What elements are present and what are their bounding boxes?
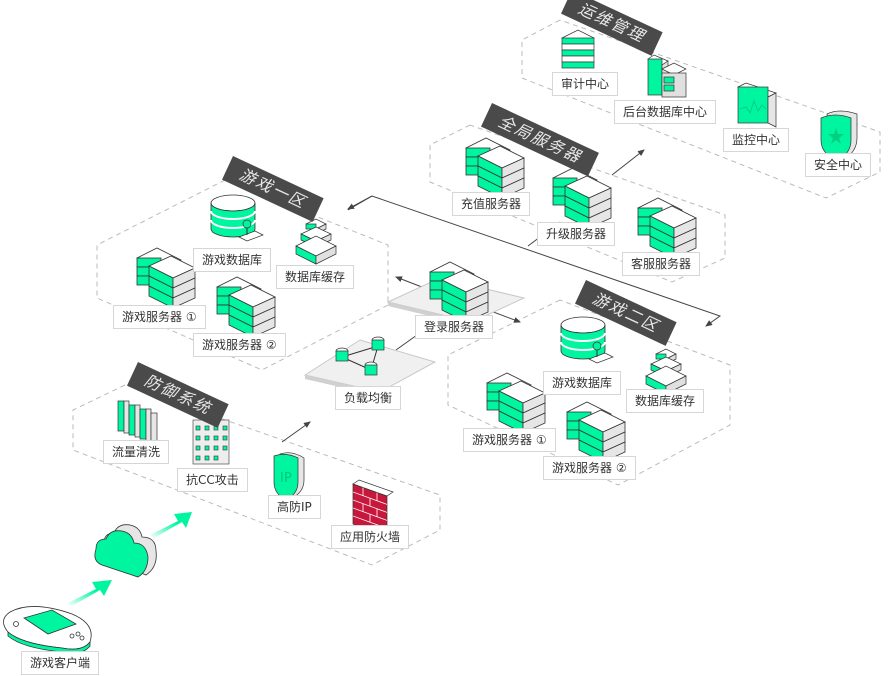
cloud-icon xyxy=(94,524,157,578)
label-app-firewall[interactable]: 应用防火墙 xyxy=(331,525,410,549)
zone1-game-server-2-icon xyxy=(216,276,276,338)
upload-arrow-2 xyxy=(150,512,192,538)
support-server-icon xyxy=(637,197,697,259)
zone2-db-icon xyxy=(560,316,614,364)
label-anti-cc[interactable]: 抗CC攻击 xyxy=(177,468,248,492)
game-client-icon xyxy=(3,606,92,654)
label-zone1-db[interactable]: 游戏数据库 xyxy=(193,248,272,272)
label-backend-db-center[interactable]: 后台数据库中心 xyxy=(614,100,717,124)
label-upgrade-server[interactable]: 升级服务器 xyxy=(537,222,616,246)
label-traffic-scrubbing[interactable]: 流量清洗 xyxy=(103,440,170,464)
label-zone2-game-server-2[interactable]: 游戏服务器 ② xyxy=(543,456,636,480)
label-audit-center[interactable]: 审计中心 xyxy=(552,72,619,96)
zone1-outline xyxy=(96,179,389,371)
zone-outlines xyxy=(72,19,881,566)
balancer-nodes xyxy=(335,336,385,376)
security-center-icon xyxy=(820,110,858,161)
zone2-cache-icon xyxy=(645,348,687,395)
label-security-center[interactable]: 安全中心 xyxy=(805,153,872,177)
upgrade-server-icon xyxy=(552,167,612,229)
ip-shield-text: IP xyxy=(280,471,292,486)
label-zone1-game-server-1[interactable]: 游戏服务器 ① xyxy=(113,305,206,329)
zone2-outline xyxy=(447,299,731,486)
zone2-game-server-2-icon xyxy=(566,401,626,463)
label-game-client[interactable]: 游戏客户端 xyxy=(21,651,100,675)
zone2-game-server-1-icon xyxy=(486,372,546,434)
backend-db-center-icon xyxy=(647,54,687,98)
label-load-balancer[interactable]: 负载均衡 xyxy=(335,386,402,410)
zone-ops-outline xyxy=(521,19,881,199)
label-zone1-game-server-2[interactable]: 游戏服务器 ② xyxy=(193,333,286,357)
label-zone2-game-server-1[interactable]: 游戏服务器 ① xyxy=(463,428,556,452)
zone1-db-icon xyxy=(210,194,264,242)
monitor-center-icon xyxy=(737,82,777,128)
traffic-scrubbing-icon xyxy=(117,400,158,442)
label-monitor-center[interactable]: 监控中心 xyxy=(723,128,790,152)
firewall-icon xyxy=(352,479,394,537)
label-support-server[interactable]: 客服服务器 xyxy=(622,252,701,276)
upload-arrow-1 xyxy=(68,580,112,606)
recharge-server-icon xyxy=(465,137,525,199)
label-login-server[interactable]: 登录服务器 xyxy=(415,315,494,339)
zone-global-outline xyxy=(429,124,726,283)
label-zone2-db[interactable]: 游戏数据库 xyxy=(543,371,622,395)
zone1-game-server-1-icon xyxy=(136,247,196,309)
high-defense-ip-icon: IP xyxy=(273,452,305,501)
label-high-defense-ip[interactable]: 高防IP xyxy=(268,495,321,519)
label-zone1-cache[interactable]: 数据库缓存 xyxy=(276,265,355,289)
zone-defense-outline xyxy=(72,384,441,566)
label-recharge-server[interactable]: 充值服务器 xyxy=(452,192,531,216)
zone1-cache-icon xyxy=(295,218,337,265)
anti-cc-icon xyxy=(192,419,230,465)
audit-center-icon xyxy=(561,29,595,69)
label-zone2-cache[interactable]: 数据库缓存 xyxy=(626,389,705,413)
